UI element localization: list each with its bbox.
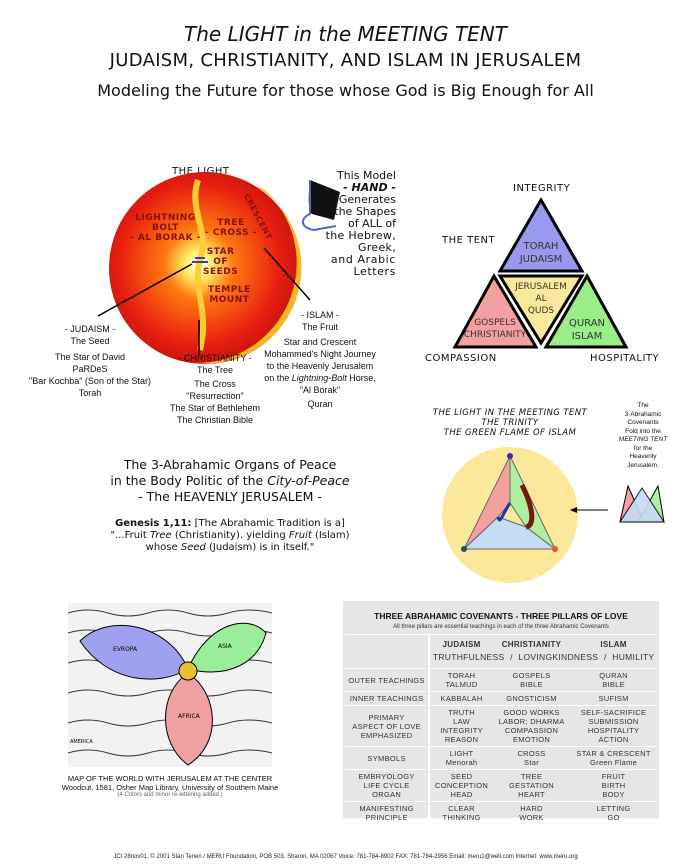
- lightning-bolt-shape: [192, 179, 207, 351]
- row-header: EMBRYOLOGY LIFE CYCLE ORGAN: [345, 769, 431, 802]
- arrow-left-icon: [570, 507, 608, 513]
- compassion-label: COMPASSION: [425, 353, 497, 364]
- map-caption: MAP OF THE WORLD WITH JERUSALEM AT THE C…: [61, 774, 279, 798]
- world-map-woodcut: EVROPA ASIA AFRICA AMERICA: [68, 603, 272, 767]
- meeting-tent-folded-diagram: [442, 447, 578, 583]
- triangle-judaism: [497, 197, 585, 273]
- main-title: The LIGHT in the MEETING TENT: [184, 22, 507, 46]
- table-cell: GNOSTICISM: [492, 691, 571, 706]
- table-cell: CROSS Star: [492, 746, 571, 770]
- the-tent-label: THE TENT: [442, 235, 496, 246]
- table-cell: TORAH TALMUD: [429, 668, 493, 692]
- triangle-christianity: [452, 272, 539, 349]
- label-europa: EVROPA: [113, 646, 138, 653]
- table-cell: FRUIT BIRTH BODY: [570, 769, 657, 802]
- row-header: MANIFESTING PRINCIPLE: [345, 801, 431, 824]
- label-tree: TREE- CROSS -: [205, 218, 257, 238]
- table-cell: GOOD WORKS LABOR; DHARMA COMPASSION EMOT…: [492, 705, 571, 747]
- table-cell: TRUTH LAW INTEGRITY REASON: [429, 705, 493, 747]
- table-cell: TREE GESTATION HEART: [492, 769, 571, 802]
- row-header: OUTER TEACHINGS: [345, 668, 431, 692]
- integrity-label: INTEGRITY: [513, 183, 571, 194]
- genesis-quote: Genesis 1,11: [The Abrahamic Tradition i…: [110, 518, 350, 553]
- hospitality-label: HOSPITALITY: [590, 353, 660, 364]
- triangle-islam: [543, 272, 629, 349]
- table-subtitle: All three pillars are essential teaching…: [393, 624, 609, 630]
- table-cell: QURAN BIBLE: [570, 668, 657, 692]
- three-tents-icon: [619, 484, 665, 523]
- subtitle: JUDAISM, CHRISTIANITY, AND ISLAM IN JERU…: [109, 50, 582, 71]
- table-cell: LETTING GO: [570, 801, 657, 824]
- triangle-jerusalem: [497, 274, 585, 346]
- label-america: AMERICA: [70, 739, 93, 745]
- row-header: SYMBOLS: [345, 746, 431, 770]
- three-covenants-table: THREE ABRAHAMIC COVENANTS - THREE PILLAR…: [343, 601, 659, 824]
- table-cell: LIGHT Menorah: [429, 746, 493, 770]
- table-cell: GOSPELS BIBLE: [492, 668, 571, 692]
- sphere: [109, 172, 301, 364]
- hand-model-icon: [302, 180, 340, 232]
- star-of-seeds-icon: [192, 257, 208, 263]
- label-africa: AFRICA: [178, 713, 201, 720]
- table-cell: STAR & CRESCENT Green Flame: [570, 746, 657, 770]
- table-cell: SUFISM: [570, 691, 657, 706]
- table-cell: HARD WORK: [492, 801, 571, 824]
- row-header: INNER TEACHINGS: [345, 691, 431, 706]
- row-header: PRIMARY ASPECT OF LOVE EMPHASIZED: [345, 705, 431, 747]
- the-light-label: THE LIGHT: [172, 166, 230, 177]
- table-title: THREE ABRAHAMIC COVENANTS - THREE PILLAR…: [374, 611, 628, 621]
- tagline: Modeling the Future for those whose God …: [97, 81, 594, 100]
- label-asia: ASIA: [218, 643, 233, 650]
- table-cell: KABBALAH: [429, 691, 493, 706]
- table-cell: SEED CONCEPTION HEAD: [429, 769, 493, 802]
- footer: JCI 28nov01, © 2001 Stan Tenen / MERU Fo…: [113, 854, 578, 860]
- table-cell: CLEAR THINKING: [429, 801, 493, 824]
- light-sphere-illustration: [109, 172, 302, 364]
- table-cell: SELF-SACRIFICE SUBMISSION HOSPITALITY AC…: [570, 705, 657, 747]
